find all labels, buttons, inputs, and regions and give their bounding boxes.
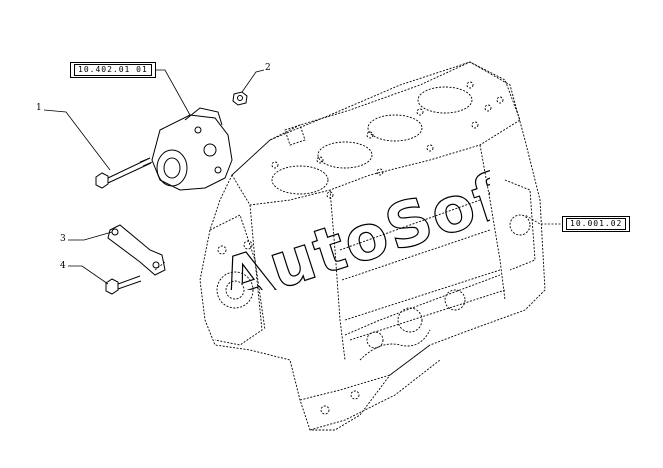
nut-part-2 <box>232 91 248 106</box>
bracket-part-3 <box>107 224 166 276</box>
leader-callout-4 <box>68 265 109 285</box>
cylinder-bore-3 <box>367 114 423 142</box>
callout-2: 2 <box>265 63 271 73</box>
reference-engine-block[interactable]: 10.001.02 <box>562 216 631 232</box>
cylinder-bore-4 <box>417 86 473 114</box>
leader-ref-engine-block <box>524 214 564 225</box>
bolt-part-1 <box>95 172 109 189</box>
cylinder-head-deck <box>231 61 521 206</box>
leader-callout-2 <box>241 69 265 93</box>
reference-engine-block-label: 10.001.02 <box>566 218 627 230</box>
reference-water-pump[interactable]: 10.402.01 01 <box>70 62 156 78</box>
leader-callout-3 <box>68 231 113 241</box>
callout-4: 4 <box>60 261 66 271</box>
water-pump-pulley <box>156 149 188 187</box>
leader-ref-water-pump <box>155 69 191 116</box>
cylinder-bore-1 <box>271 165 329 195</box>
bolt-part-4 <box>105 278 119 295</box>
callout-3: 3 <box>60 234 66 244</box>
leader-callout-1 <box>43 109 111 171</box>
reference-water-pump-label: 10.402.01 01 <box>74 64 152 76</box>
cylinder-bore-2 <box>317 141 373 169</box>
callout-1: 1 <box>36 103 42 113</box>
